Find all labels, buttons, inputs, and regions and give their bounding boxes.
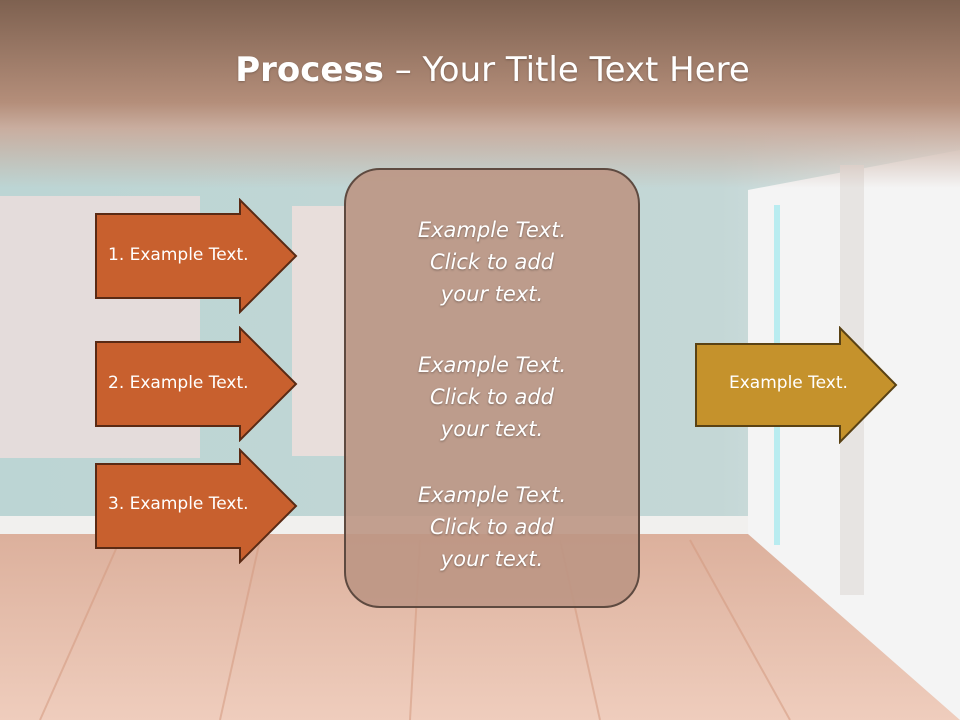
step-2-label: 2. Example Text. [108,373,249,393]
process-text-2[interactable]: Example Text. Click to add your text. [417,353,567,441]
title-rest: – Your Title Text Here [383,50,750,90]
process-box: Example Text. Click to add your text. Ex… [344,168,640,608]
step-3-label: 3. Example Text. [108,494,249,514]
step-2-arrow [95,326,298,442]
process-text-3[interactable]: Example Text. Click to add your text. [417,483,567,571]
slide-title: Process – Your Title Text Here [0,50,960,90]
step-1-arrow [95,198,298,314]
title-bold: Process [235,50,384,90]
step-1-label: 1. Example Text. [108,245,249,265]
output-arrow [695,326,898,444]
process-text-1[interactable]: Example Text. Click to add your text. [417,218,567,306]
output-label: Example Text. [729,373,848,393]
step-3-arrow [95,448,298,564]
